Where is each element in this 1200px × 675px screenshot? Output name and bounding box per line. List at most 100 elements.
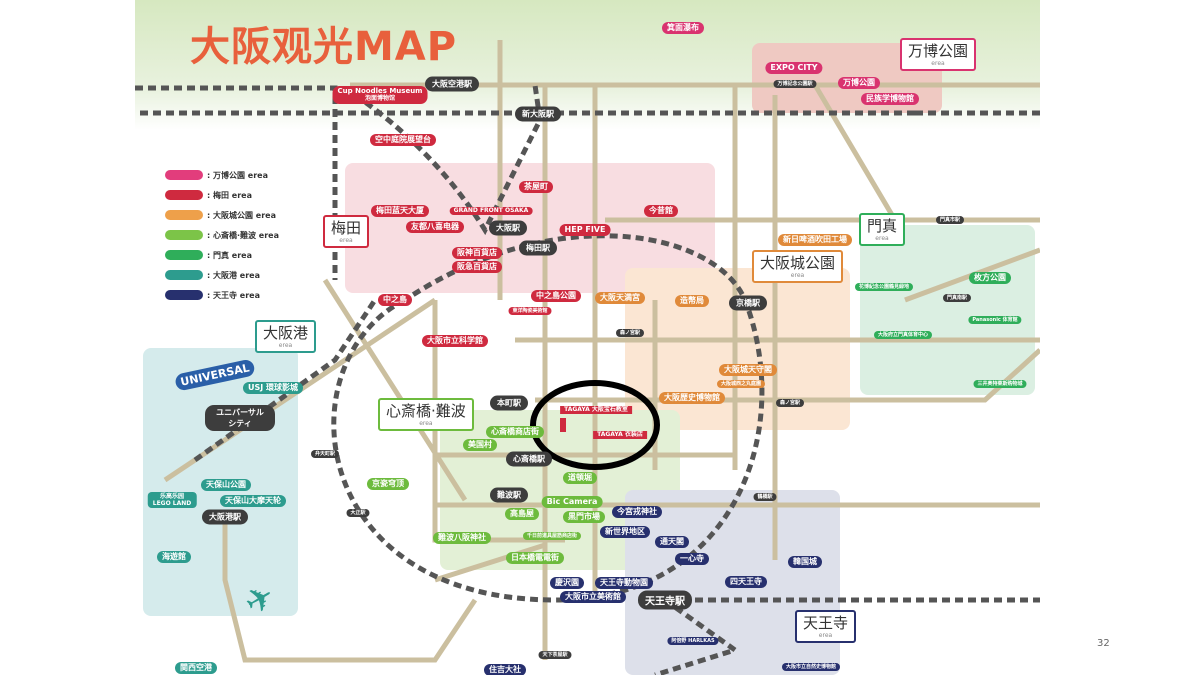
station-label[interactable]: 心斎橋駅 [506, 451, 552, 467]
legend-label: : 万博公園 erea [207, 170, 268, 180]
spot-label[interactable]: 枚方公園 [969, 272, 1011, 284]
spot-label[interactable]: 大阪市立自然史博物館 [781, 663, 841, 671]
spot-label[interactable]: 茶屋町 [519, 181, 553, 193]
spot-label[interactable]: 道頓堀 [563, 472, 597, 484]
station-label[interactable]: 大阪港駅 [202, 509, 248, 525]
legend-swatch [165, 270, 203, 280]
spot-label[interactable]: Bic Camera [541, 496, 603, 508]
area-name: 天王寺 [803, 614, 849, 632]
station-label[interactable]: 門真市駅 [935, 216, 965, 224]
spot-label[interactable]: 黒門市場 [563, 511, 605, 523]
spot-label[interactable]: 通天閣 [655, 536, 689, 548]
station-label[interactable]: 大阪駅 [489, 220, 527, 236]
spot-label[interactable]: 京瓷穹顶 [367, 478, 409, 490]
station-label[interactable]: ユニバーサル シティ [205, 405, 275, 431]
spot-label[interactable]: 住吉大社 [484, 664, 526, 675]
station-label[interactable]: 万博記念公園駅 [773, 80, 817, 88]
spot-label[interactable]: 高島屋 [505, 508, 539, 520]
spot-label[interactable]: HEP FIVE [559, 224, 611, 236]
spot-label[interactable]: 慶沢園 [550, 577, 584, 589]
spot-label[interactable]: 中之島 [378, 294, 412, 306]
spot-label[interactable]: 梅田蓝天大厦 [371, 205, 429, 217]
tagaya-label[interactable]: TAGAYA 衣装店 [593, 431, 647, 439]
legend-label: : 大阪港 erea [207, 270, 260, 280]
spot-label[interactable]: 空中庭院展望台 [370, 134, 436, 146]
spot-label-cn: 泡面博物馆 [364, 95, 396, 102]
legend-swatch [165, 230, 203, 240]
spot-label[interactable]: 一心寺 [675, 553, 709, 565]
spot-label[interactable]: 美国村 [463, 439, 497, 451]
spot-label[interactable]: 天保山大摩天轮 [220, 495, 286, 507]
spot-label[interactable]: 阪急百貨店 [452, 261, 502, 273]
spot-label[interactable]: 難波八阪神社 [433, 532, 491, 544]
spot-label[interactable]: 四天王寺 [725, 576, 767, 588]
legend-label: : 門真 erea [207, 250, 252, 260]
osaka-sightseeing-map: 大阪观光MAP : 万博公園 erea : 梅田 erea : 大阪城公園 er… [135, 0, 1040, 675]
tagaya-label[interactable]: TAGAYA 大阪宝石教室 [560, 406, 632, 414]
station-label[interactable]: 京橋駅 [729, 295, 767, 311]
page-number: 32 [1097, 638, 1110, 649]
spot-label[interactable]: 阪神百貨店 [452, 247, 502, 259]
station-label[interactable]: 門真南駅 [942, 294, 972, 302]
station-label[interactable]: 鶴橋駅 [753, 493, 777, 501]
spot-label[interactable]: USJ 環球影城 [242, 382, 304, 394]
area-name: 心斎橋·難波 [386, 402, 466, 420]
spot-label[interactable]: 韓国城 [788, 556, 822, 568]
station-label[interactable]: 森ノ宮駅 [615, 329, 645, 337]
spot-label[interactable]: 千日前道具屋筋商店街 [522, 532, 582, 540]
legend-item: : 心斎橋·難波 erea [165, 225, 279, 245]
station-label[interactable]: 弁天町駅 [310, 450, 340, 458]
spot-label[interactable]: 花博紀念公園鶴見緑地 [854, 283, 914, 291]
legend-item: : 大阪城公園 erea [165, 205, 279, 225]
station-label[interactable]: 大阪空港駅 [425, 76, 479, 92]
spot-label[interactable]: Panasonic 体育館 [968, 316, 1022, 324]
spot-label[interactable]: 三井奥特莱斯购物城 [973, 380, 1027, 388]
station-label[interactable]: 梅田駅 [519, 240, 557, 256]
area-sub: erea [790, 272, 805, 279]
spot-label[interactable]: 造幣局 [675, 295, 709, 307]
spot-label[interactable]: 友都八喜电器 [406, 221, 464, 233]
spot-label[interactable]: 新世界地区 [600, 526, 650, 538]
spot-label[interactable]: 大阪府立門真体育中心 [873, 331, 933, 339]
spot-label[interactable]: 大阪城西之丸庭園 [716, 380, 766, 388]
spot-label[interactable]: 天保山公園 [201, 479, 251, 491]
spot-label[interactable]: 大阪市立美術館 [560, 591, 626, 603]
spot-label[interactable]: 海遊館 [157, 551, 191, 563]
station-label[interactable]: 難波駅 [490, 487, 528, 503]
spot-label[interactable]: 新日啤酒吹田工場 [778, 234, 852, 246]
spot-label[interactable]: 今宮戎神社 [612, 506, 662, 518]
spot-label[interactable]: 民族学博物館 [861, 93, 919, 105]
spot-label[interactable]: GRAND FRONT OSAKA [449, 207, 533, 215]
spot-label[interactable]: 大阪天満宮 [595, 292, 645, 304]
spot-label[interactable]: 阿倍野 HARLKAS [667, 637, 719, 645]
spot-label[interactable]: EXPO CITY [765, 62, 823, 74]
spot-label[interactable]: 箕面瀑布 [662, 22, 704, 34]
spot-label[interactable]: 中之島公園 [531, 290, 581, 302]
area-sub: erea [875, 235, 889, 242]
station-label[interactable]: 天下茶屋駅 [538, 651, 572, 659]
spot-label[interactable]: 大阪市立科学館 [422, 335, 488, 347]
station-label[interactable]: 本町駅 [490, 395, 528, 411]
spot-label[interactable]: 今昔館 [644, 205, 678, 217]
legend-swatch [165, 290, 203, 300]
spot-label[interactable]: 東洋陶瓷美術館 [508, 307, 552, 315]
station-label[interactable]: 大正駅 [346, 509, 370, 517]
spot-label[interactable]: 関西空港 [175, 662, 217, 674]
legend-item: : 万博公園 erea [165, 165, 279, 185]
spot-label[interactable]: 天王寺動物園 [595, 577, 653, 589]
spot-label[interactable]: 大阪城天守閣 [719, 364, 777, 376]
spot-label[interactable]: 大阪歴史博物館 [659, 392, 725, 404]
station-label[interactable]: 新大阪駅 [515, 106, 561, 122]
station-label[interactable]: 天王寺駅 [638, 590, 692, 610]
spot-label[interactable]: 心斎橋商店街 [486, 426, 544, 438]
station-label[interactable]: 森ノ宮駅 [775, 399, 805, 407]
spot-label[interactable]: 万博公園 [838, 77, 880, 89]
area-sub: erea [931, 60, 945, 67]
spot-label[interactable]: 日本橋電電街 [506, 552, 564, 564]
